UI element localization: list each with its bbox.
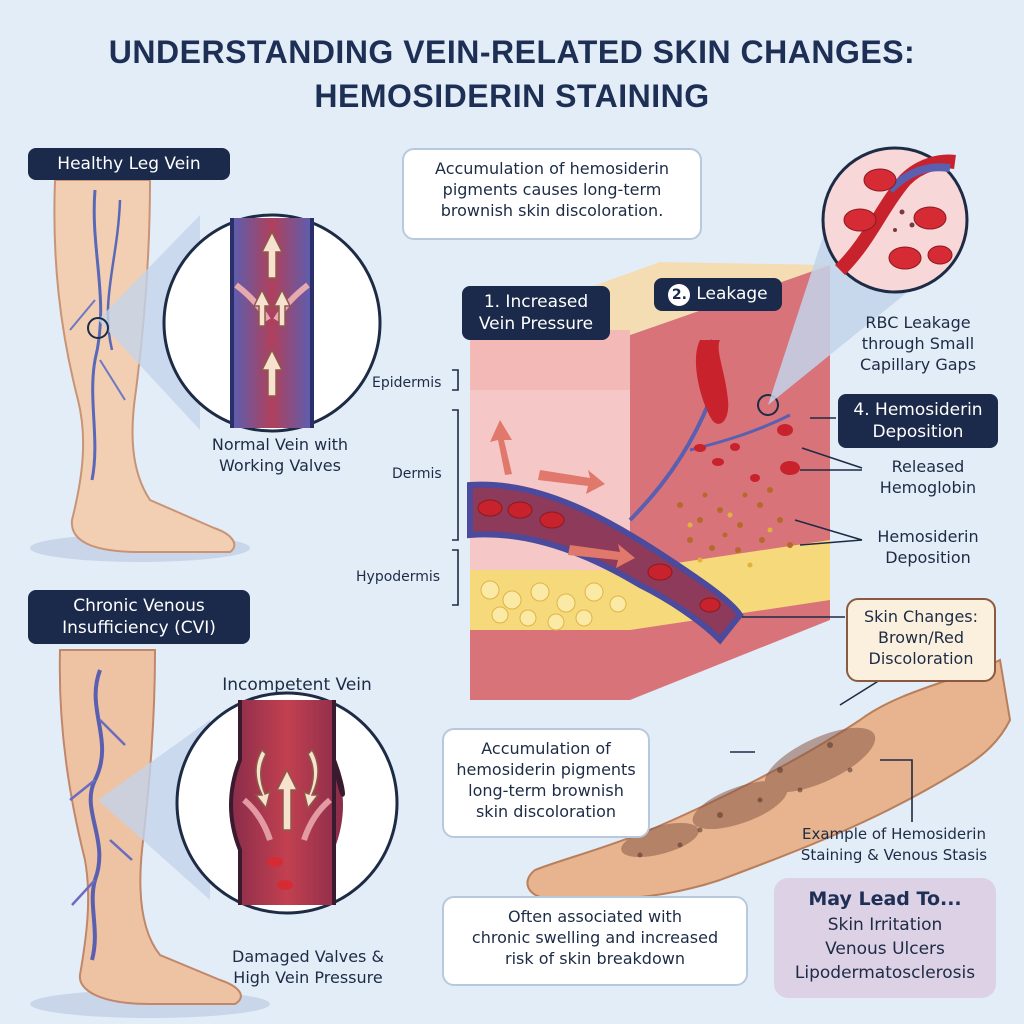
released-hemoglobin-label: Released Hemoglobin — [879, 457, 977, 497]
cvi-vein-magnifier — [98, 691, 399, 915]
cvi-tag: Chronic Venous Insufficiency (CVI) — [28, 590, 250, 644]
hemosiderin-deposition-label: Hemosiderin Deposition — [877, 527, 979, 567]
may-lead-to-item: Lipodermatosclerosis — [794, 963, 976, 983]
rbc-leakage-magnifier — [768, 146, 969, 405]
step-2-number: 2. — [668, 284, 691, 306]
cvi-leg-illustration — [30, 649, 270, 1018]
step-4-hemosiderin-deposition: 4. Hemosiderin Deposition — [838, 394, 998, 448]
damaged-valves-caption: Damaged Valves & High Vein Pressure — [232, 947, 384, 987]
pigment-accumulation-note: Accumulation of hemosiderin pigments lon… — [442, 728, 650, 838]
may-lead-to-box: May Lead To... Skin Irritation Venous Ul… — [774, 878, 996, 998]
normal-vein-caption: Normal Vein with Working Valves — [211, 435, 349, 475]
step-2-leakage: 2.Leakage — [654, 278, 782, 311]
dermis-label: Dermis — [392, 466, 442, 482]
staining-example-caption: Example of Hemosiderin Staining & Venous… — [800, 825, 988, 864]
healthy-vein-magnifier — [87, 213, 382, 433]
epidermis-label: Epidermis — [372, 375, 442, 391]
page-title-line-2: HEMOSIDERIN STAINING — [314, 78, 710, 114]
incompetent-vein-heading: Incompetent Vein — [222, 675, 372, 695]
chronic-swelling-note: Often associated with chronic swelling a… — [442, 896, 748, 986]
may-lead-to-item: Skin Irritation — [827, 915, 943, 935]
may-lead-to-heading: May Lead To... — [808, 888, 962, 910]
step-2-label: Leakage — [696, 284, 768, 304]
page-title-line-1: UNDERSTANDING VEIN-RELATED SKIN CHANGES: — [108, 34, 916, 70]
hemosiderin-accumulation-callout: Accumulation of hemosiderin pigments cau… — [402, 148, 702, 240]
connector-lines — [452, 369, 913, 822]
skin-changes-label: Skin Changes: Brown/Red Discoloration — [846, 598, 996, 682]
rbc-leakage-label: RBC Leakage through Small Capillary Gaps — [859, 313, 977, 374]
healthy-leg-vein-tag: Healthy Leg Vein — [28, 148, 230, 180]
hypodermis-label: Hypodermis — [356, 569, 441, 585]
may-lead-to-item: Venous Ulcers — [825, 939, 945, 959]
stained-leg-illustration — [526, 658, 1012, 901]
step-1-increased-vein-pressure: 1. Increased Vein Pressure — [462, 286, 610, 340]
